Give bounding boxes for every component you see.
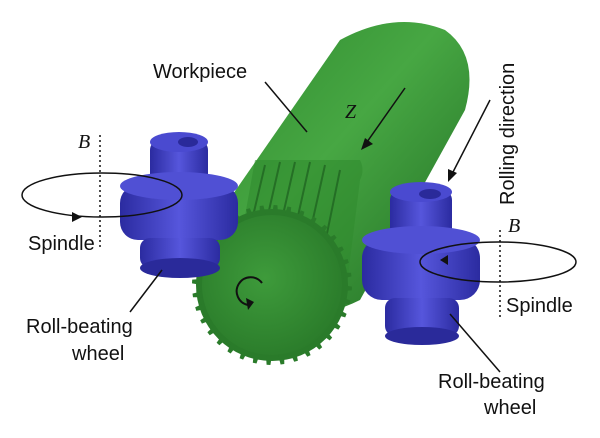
gear-tooth: [335, 308, 347, 318]
rolling-direction-arrowhead: [448, 169, 457, 182]
gear-tooth: [295, 210, 305, 222]
z-axis-arrowhead: [361, 138, 373, 150]
z-axis-label: Z: [345, 101, 357, 123]
gear-tooth: [200, 314, 212, 324]
gear-tooth: [246, 208, 254, 220]
left-wheel-label-line1: Roll-beating: [26, 316, 133, 338]
rolling-direction-label: Rolling direction: [497, 63, 519, 205]
right-b-axis-label: B: [508, 215, 520, 237]
curved-arrow-head: [246, 298, 254, 310]
left-spindle-rotation-ellipse: [21, 172, 183, 218]
gear-tooth: [341, 285, 352, 292]
gear-tooth: [325, 234, 337, 245]
gear-tooth: [278, 353, 285, 365]
right-wheel-label-line2: wheel: [483, 397, 536, 419]
workpiece-leader-line: [264, 81, 308, 133]
gear-tooth: [207, 325, 219, 336]
gear-tooth: [332, 246, 344, 256]
right-spindle-rotation-ellipse: [419, 241, 577, 283]
gear-tooth: [192, 291, 204, 298]
rolling-direction-arrow-line: [451, 99, 491, 175]
left-rotation-arrowhead: [72, 212, 82, 222]
gear-tooth: [227, 342, 237, 354]
left-spindle-label: Spindle: [28, 233, 95, 255]
curved-arrow-icon: [235, 276, 263, 306]
right-wheel-leader-line: [449, 313, 501, 373]
right-wheel-label-line1: Roll-beating: [438, 371, 545, 393]
left-roll-beating-wheel: [120, 132, 238, 278]
right-rotation-arrowhead: [440, 255, 448, 265]
workpiece-gear-face: [192, 205, 352, 365]
gear-tooth: [259, 205, 266, 217]
gear-tooth: [321, 330, 333, 341]
right-spindle-label: Spindle: [506, 295, 573, 317]
gear-tooth: [265, 354, 272, 365]
left-wheel-label-line2: wheel: [71, 343, 124, 365]
left-wheel-leader-line: [129, 269, 163, 313]
workpiece-label: Workpiece: [153, 61, 247, 83]
left-b-axis-label: B: [78, 131, 90, 153]
gear-tooth: [340, 272, 352, 279]
z-axis-arrow-line: [366, 87, 406, 143]
gear-tooth: [307, 216, 317, 228]
gear-tooth: [284, 206, 292, 218]
gear-tooth: [317, 224, 328, 236]
gear-tooth: [252, 352, 260, 364]
gear-tooth: [301, 345, 311, 357]
gear-tooth: [272, 205, 279, 216]
right-roll-beating-wheel: [362, 182, 480, 345]
gear-tooth: [216, 334, 227, 346]
gear-tooth: [339, 297, 351, 305]
gear-tooth: [290, 350, 298, 362]
gear-tooth: [312, 338, 323, 350]
gear-tooth: [329, 320, 341, 330]
gear-tooth: [195, 303, 207, 311]
gear-tooth: [239, 348, 249, 360]
workpiece: [192, 22, 470, 365]
gear-tooth: [192, 278, 203, 285]
gear-tooth: [337, 259, 349, 267]
